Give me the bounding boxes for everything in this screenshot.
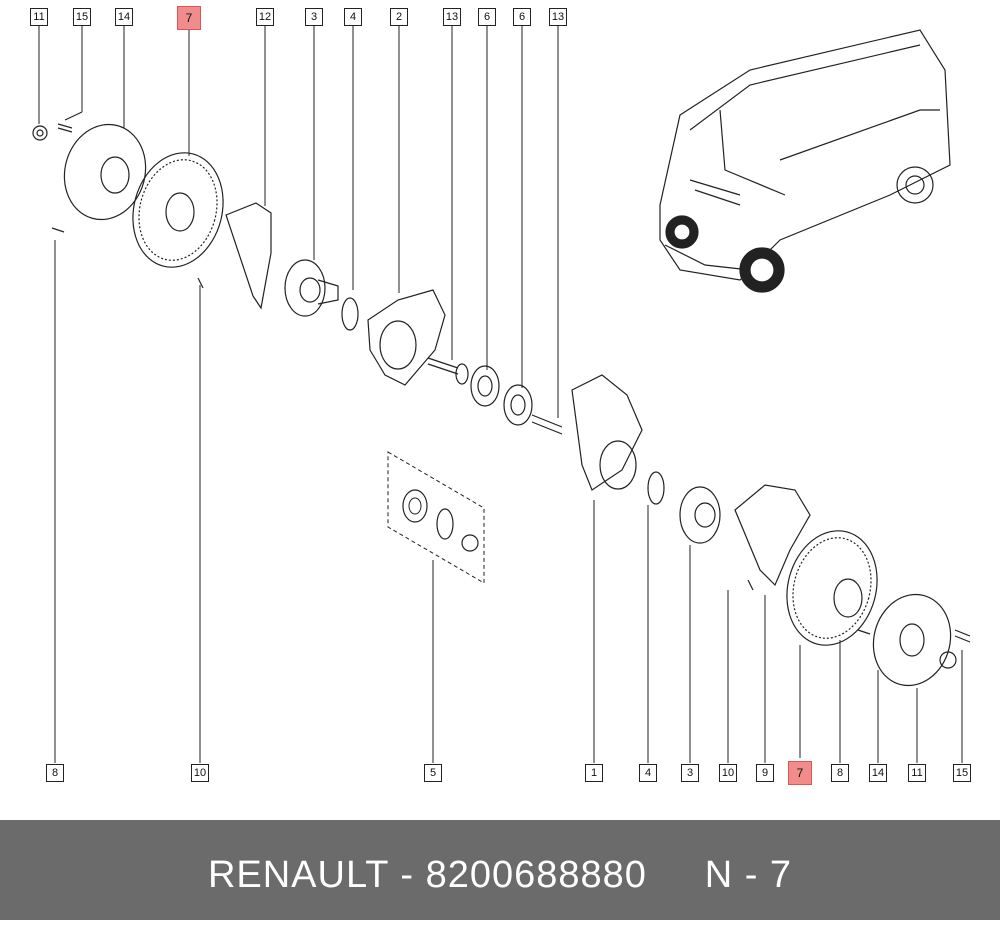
callout-3: 3 — [681, 764, 699, 782]
hub-nut-right — [939, 651, 957, 669]
callout-11: 11 — [908, 764, 926, 782]
callout-7-highlighted: 7 — [788, 761, 812, 785]
callout-3: 3 — [305, 8, 323, 26]
callout-14: 14 — [115, 8, 133, 26]
kit-circlip — [436, 508, 454, 540]
callout-1: 1 — [585, 764, 603, 782]
callout-15: 15 — [73, 8, 91, 26]
callout-10: 10 — [719, 764, 737, 782]
kit-nut — [461, 534, 479, 552]
brake-shield-right — [734, 484, 811, 587]
bearing-left — [470, 365, 500, 407]
driveshaft-right — [531, 414, 563, 435]
callout-14: 14 — [869, 764, 887, 782]
callout-6: 6 — [478, 8, 496, 26]
callout-5: 5 — [424, 764, 442, 782]
callout-8: 8 — [831, 764, 849, 782]
callout-4: 4 — [639, 764, 657, 782]
steering-knuckle-left — [367, 289, 446, 386]
callout-7-highlighted: 7 — [177, 6, 201, 30]
callout-13: 13 — [549, 8, 567, 26]
callout-6: 6 — [513, 8, 531, 26]
hub-flange-right — [872, 593, 952, 687]
bearing-right — [503, 384, 533, 426]
driveshaft-left — [427, 357, 459, 375]
bearing-kit-box — [387, 451, 485, 584]
part-caption: RENAULT - 8200688880 N - 7 — [207, 854, 793, 896]
callout-9: 9 — [756, 764, 774, 782]
brake-disc-left — [132, 152, 224, 268]
brake-shield-left — [225, 202, 272, 310]
steering-knuckle-right — [571, 374, 643, 491]
callout-2: 2 — [390, 8, 408, 26]
brake-disc-right — [786, 530, 878, 646]
hub-nut-left — [32, 125, 48, 141]
circlip-left — [341, 297, 359, 331]
footer-bar: RENAULT - 8200688880 N - 7 — [0, 820, 1000, 920]
callout-4: 4 — [344, 8, 362, 26]
hub-flange-left — [63, 123, 147, 221]
wheel-hub-left — [284, 259, 326, 317]
callout-15: 15 — [953, 764, 971, 782]
circlip-right — [647, 471, 665, 505]
callout-8: 8 — [46, 764, 64, 782]
callout-13: 13 — [443, 8, 461, 26]
kit-bearing — [402, 489, 428, 523]
callout-12: 12 — [256, 8, 274, 26]
van-illustration — [659, 29, 951, 293]
exploded-parts-diagram: 11 15 14 7 12 3 4 2 13 6 6 13 8 10 5 1 4… — [30, 6, 971, 785]
callout-10: 10 — [191, 764, 209, 782]
diagram-drawing — [32, 26, 971, 763]
wheel-hub-right — [679, 486, 721, 544]
callout-11: 11 — [30, 8, 48, 26]
